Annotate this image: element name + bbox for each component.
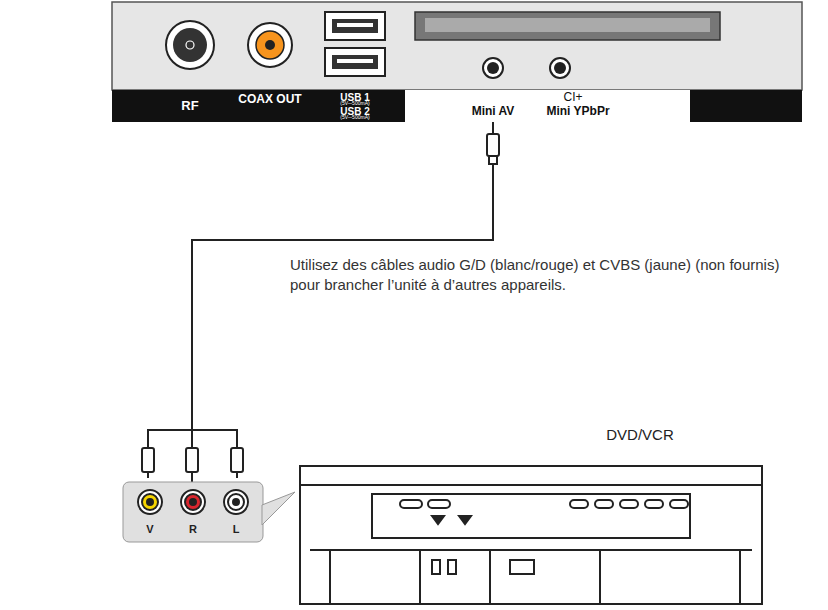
port-label: DVD/VCR — [606, 427, 674, 444]
port-label: COAX OUT — [238, 93, 301, 106]
mini-ypbpr-hole — [554, 62, 566, 74]
port-label: L — [233, 523, 240, 535]
port-label: RF — [181, 99, 198, 113]
rca-jack-panel: VRL — [123, 482, 263, 542]
callout-pointer — [262, 492, 295, 525]
port-label: R — [189, 523, 197, 535]
rca-plugs — [142, 448, 243, 478]
coax-pin — [265, 40, 275, 50]
note-text: Utilisez des câbles audio G/D (blanc/rou… — [290, 255, 810, 296]
device-label: DVD/VCR — [560, 420, 720, 450]
rca-jacks — [138, 490, 248, 514]
cable-branch — [148, 430, 237, 448]
ci-label-box: CI+ Mini AV Mini YPbPr — [405, 90, 690, 122]
rf-connector-inner — [173, 28, 207, 62]
port-label: Mini YPbPr — [546, 105, 609, 118]
jack-panel-ground — [123, 482, 263, 542]
dvd-vcr-device — [300, 466, 762, 604]
port-label: Mini AV — [472, 105, 515, 118]
ci-slot — [415, 12, 720, 40]
rf-pin — [186, 41, 194, 49]
ci-slot-inner — [425, 18, 710, 32]
port-label: V — [146, 523, 153, 535]
av-cable — [192, 122, 493, 482]
rf-connector — [166, 21, 214, 69]
port-label: CI+ — [563, 91, 582, 104]
mini-ypbpr-jack — [550, 58, 570, 78]
mini-av-hole — [487, 62, 499, 74]
usb-ports — [325, 12, 385, 76]
coax-ring — [256, 31, 284, 59]
coax-connector — [248, 23, 292, 67]
mini-plug — [487, 122, 499, 164]
label-strip: RFCOAX OUTUSB 1(5V⎓500mA)USB 2(5V⎓500mA)… — [112, 90, 802, 122]
port-label: (5V⎓500mA) — [340, 115, 369, 121]
mini-av-jack — [483, 58, 503, 78]
back-panel — [112, 2, 802, 90]
